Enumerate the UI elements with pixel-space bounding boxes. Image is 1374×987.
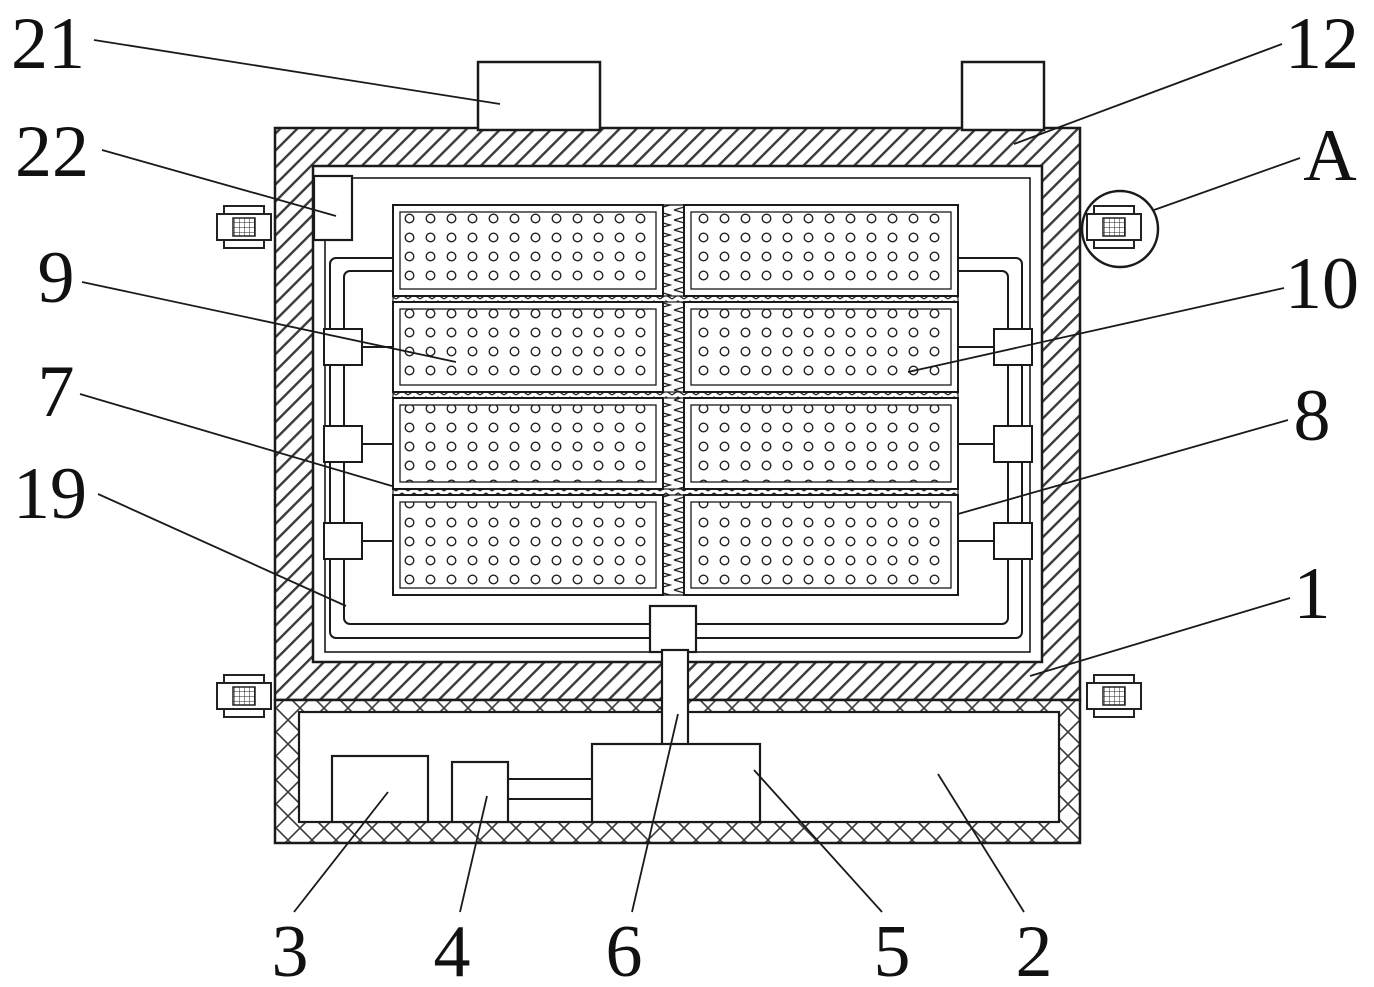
left-bracket <box>323 425 363 463</box>
leader-line-6 <box>631 713 679 913</box>
perforated-panel-plate <box>399 404 657 483</box>
perforated-panel-plate <box>690 211 952 290</box>
panel-grid <box>392 204 959 596</box>
leader-line-22 <box>101 149 337 217</box>
leader-line-2 <box>937 773 1025 913</box>
box-3 <box>330 754 430 824</box>
row-separator-strip <box>392 391 959 399</box>
leader-line-5 <box>753 769 883 913</box>
label-2: 2 <box>1016 911 1053 987</box>
label-8: 8 <box>1294 375 1331 457</box>
label-4: 4 <box>434 911 471 987</box>
reference-labels: 21 22 9 7 19 12 A 10 8 1 3 4 6 5 2 <box>11 3 1359 987</box>
base-components <box>330 742 762 824</box>
leader-line-9 <box>81 281 457 363</box>
leader-line-8 <box>957 419 1289 515</box>
perforated-panel-plate <box>690 404 952 483</box>
clamp-right-top <box>1086 205 1142 249</box>
perforated-panel-plate <box>399 308 657 386</box>
leader-line-10 <box>907 287 1285 373</box>
leader-line-7 <box>79 393 393 487</box>
corner-block-22 <box>312 174 354 242</box>
box-4 <box>450 760 510 824</box>
perforated-panel-plate <box>690 308 952 386</box>
right-bracket <box>993 328 1033 366</box>
perforated-panel-plate <box>399 211 657 290</box>
leader-line-19 <box>97 493 347 607</box>
label-5: 5 <box>874 911 911 987</box>
label-21: 21 <box>11 3 85 85</box>
center-connector-block <box>648 604 698 654</box>
leader-line-3 <box>293 791 389 913</box>
row-separator-strip <box>392 488 959 496</box>
label-19: 19 <box>13 453 87 535</box>
top-block-21 <box>476 60 602 132</box>
label-A: A <box>1303 115 1356 197</box>
label-10: 10 <box>1285 243 1359 325</box>
clamp-left-bottom <box>216 674 272 718</box>
label-12: 12 <box>1285 3 1359 85</box>
perforated-panel-plate <box>399 501 657 589</box>
right-bracket <box>993 522 1033 560</box>
leader-line-12 <box>1013 43 1283 145</box>
top-block-12 <box>960 60 1046 132</box>
box-5 <box>590 742 762 824</box>
label-7: 7 <box>38 351 75 433</box>
side-brackets <box>323 328 1033 560</box>
perforated-panel-plate <box>690 501 952 589</box>
right-bracket <box>993 425 1033 463</box>
leader-line-A <box>1153 157 1301 211</box>
leader-line-4 <box>459 795 488 913</box>
label-22: 22 <box>15 111 89 193</box>
label-9: 9 <box>38 237 75 319</box>
clamp-left-top <box>216 205 272 249</box>
center-divider-strip <box>662 204 685 596</box>
leader-line-1 <box>1029 597 1291 677</box>
leader-line-21 <box>93 39 501 105</box>
leader-lines <box>79 39 1301 913</box>
left-bracket <box>323 522 363 560</box>
row-separator-strip <box>392 295 959 303</box>
stem-pipe-6 <box>660 648 690 754</box>
label-3: 3 <box>272 911 309 987</box>
label-1: 1 <box>1294 553 1331 635</box>
detail-circle-A <box>1080 189 1160 269</box>
label-6: 6 <box>606 911 643 987</box>
clamp-right-bottom <box>1086 674 1142 718</box>
